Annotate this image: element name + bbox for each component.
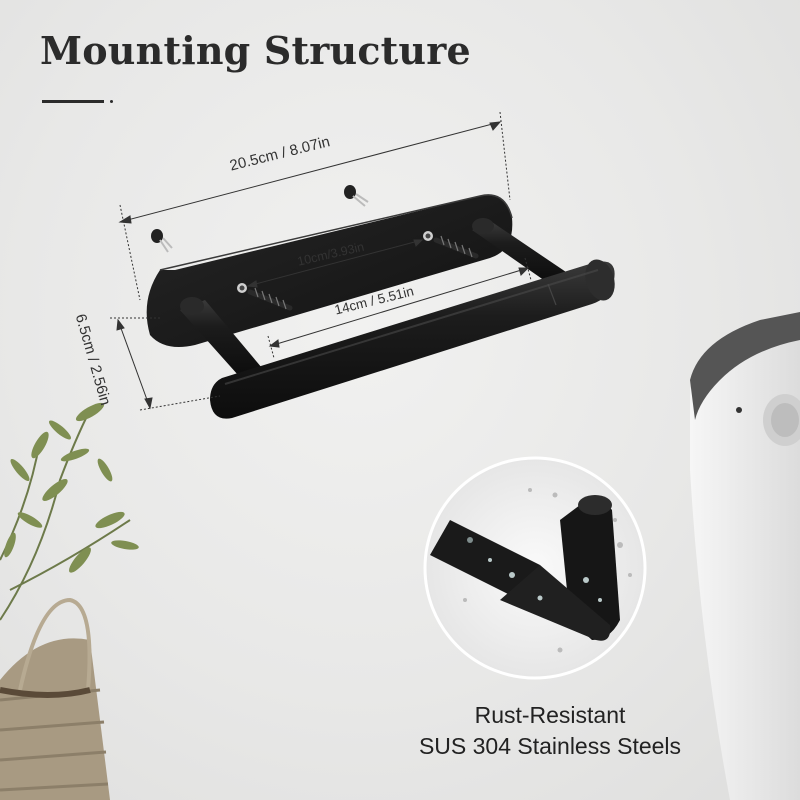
screws xyxy=(247,235,479,311)
feature-line-2: SUS 304 Stainless Steels xyxy=(418,733,682,760)
wall-plate xyxy=(146,194,513,348)
wall-holes xyxy=(151,185,369,253)
toilet-tank xyxy=(690,312,800,800)
woven-basket xyxy=(0,597,110,800)
page-title: Mounting Structure xyxy=(40,28,471,73)
title-underline xyxy=(42,100,104,103)
holder-bar xyxy=(210,259,615,419)
detail-inset xyxy=(423,456,647,680)
support-arms xyxy=(180,218,566,375)
feature-line-1: Rust-Resistant xyxy=(474,702,626,728)
plant-leaves xyxy=(4,402,139,573)
feature-caption: Rust-Resistant SUS 304 Stainless Steels xyxy=(380,700,720,762)
title-dot xyxy=(110,100,113,103)
dimension-lines xyxy=(110,111,532,411)
